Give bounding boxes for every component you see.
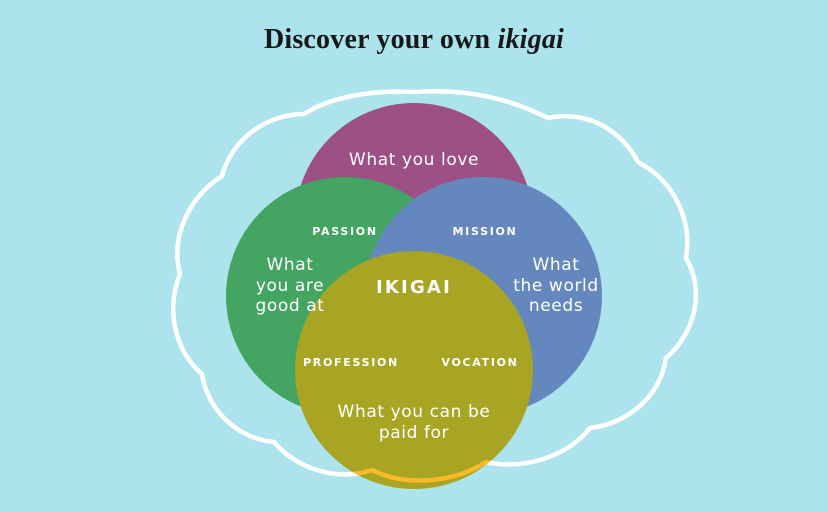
page-title-emphasis: ikigai (497, 24, 565, 55)
venn-circle-group (226, 103, 602, 489)
page-title-main: Discover your own (263, 24, 498, 55)
page-title: Discover your own ikigai (0, 24, 828, 56)
circle-what-you-can-be-paid-for (295, 251, 533, 489)
